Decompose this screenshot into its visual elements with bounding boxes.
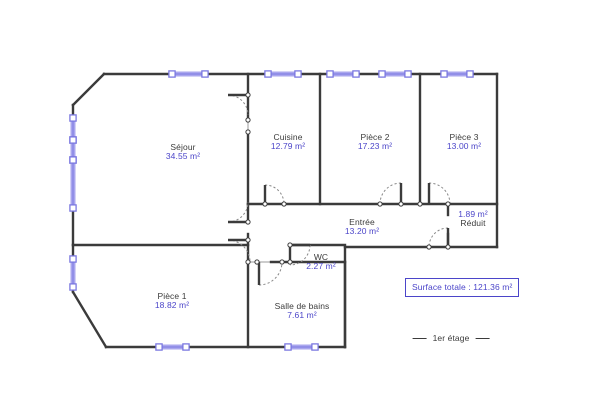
win-left-c-marker-start bbox=[69, 156, 77, 164]
wall-node-n13 bbox=[254, 259, 260, 265]
wall-node-n5 bbox=[281, 201, 287, 207]
win-left-b-marker-start bbox=[69, 136, 77, 144]
wall-node-n18 bbox=[445, 244, 451, 250]
wall-openings-group bbox=[247, 120, 497, 263]
win-left-c-marker-end bbox=[69, 204, 77, 212]
door-wc-swing-arc bbox=[289, 244, 311, 266]
win-top-cuisine-marker-end bbox=[294, 70, 302, 78]
wall-node-n6 bbox=[377, 201, 383, 207]
win-top-piece2a-marker-start bbox=[326, 70, 334, 78]
total-surface-badge: Surface totale : 121.36 m² bbox=[405, 278, 520, 297]
wall-nodes-group bbox=[245, 92, 451, 265]
walls-group bbox=[71, 72, 499, 349]
door-bain-swing-arc bbox=[258, 261, 283, 286]
win-top-piece2b-marker-end bbox=[404, 70, 412, 78]
wall-node-n12 bbox=[245, 259, 251, 265]
door-piece3-swing-arc bbox=[428, 182, 451, 205]
win-bot-bain-marker-start bbox=[284, 343, 292, 351]
win-bot-piece1-marker-end bbox=[182, 343, 190, 351]
win-bot-bain-marker-end bbox=[311, 343, 319, 351]
door-sejour-low-swing-arc bbox=[227, 239, 251, 263]
floor-caption: 1er étage bbox=[412, 333, 490, 343]
win-top-piece2b-marker-start bbox=[378, 70, 386, 78]
wall-node-n14 bbox=[279, 259, 285, 265]
win-bot-piece1-marker-start bbox=[155, 343, 163, 351]
wall-node-n1 bbox=[245, 92, 251, 98]
wall-node-n17 bbox=[426, 244, 432, 250]
door-piece2-swing-arc bbox=[379, 182, 402, 205]
wall-node-n3 bbox=[245, 129, 251, 135]
door-sejour-mid-swing-arc bbox=[227, 201, 249, 223]
caption-dash-right bbox=[475, 337, 490, 339]
wall-node-n7 bbox=[398, 201, 404, 207]
wall-node-n15 bbox=[287, 259, 293, 265]
caption-dash-left bbox=[412, 337, 427, 339]
win-top-sejour-marker-end bbox=[201, 70, 209, 78]
win-top-cuisine-marker-start bbox=[264, 70, 272, 78]
outer-bottomleft-chamfer bbox=[71, 290, 108, 349]
win-left-d-marker-start bbox=[69, 255, 77, 263]
door-cuisine-top-swing-arc bbox=[227, 94, 249, 116]
win-top-sejour-marker-start bbox=[168, 70, 176, 78]
wall-node-n16 bbox=[287, 242, 293, 248]
win-left-d-marker-end bbox=[69, 283, 77, 291]
wall-node-n8 bbox=[417, 201, 423, 207]
wall-node-n10 bbox=[245, 219, 251, 225]
win-top-piece3-marker-end bbox=[466, 70, 474, 78]
doors-group bbox=[227, 93, 451, 286]
floor-caption-text: 1er étage bbox=[432, 333, 470, 343]
door-cuisine-bot-swing-arc bbox=[264, 184, 285, 205]
win-top-piece3-marker-start bbox=[440, 70, 448, 78]
wall-node-n4 bbox=[262, 201, 268, 207]
outer-topleft-chamfer bbox=[71, 72, 106, 107]
wall-node-n11 bbox=[245, 237, 251, 243]
win-top-piece2a-marker-end bbox=[352, 70, 360, 78]
win-left-a-marker-start bbox=[69, 114, 77, 122]
windows-group bbox=[69, 70, 474, 351]
wall-node-n2 bbox=[245, 117, 251, 123]
wall-node-n9 bbox=[445, 201, 451, 207]
door-reduit-swing-arc bbox=[428, 227, 449, 248]
